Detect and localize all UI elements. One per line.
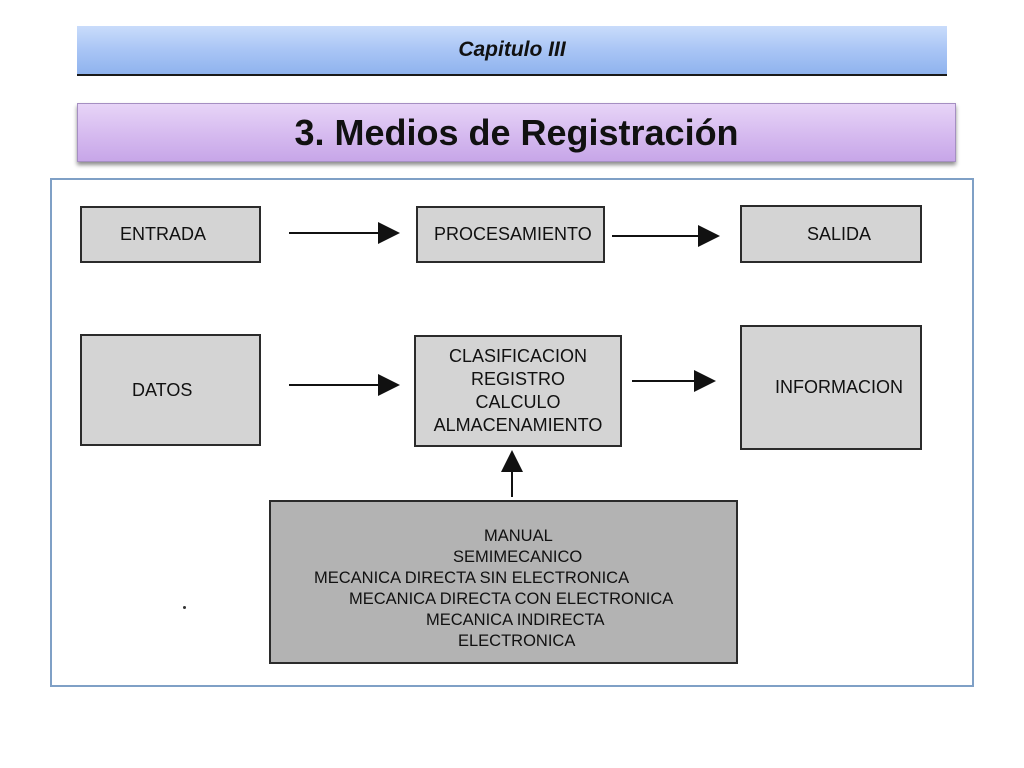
stray-dot (183, 606, 186, 609)
procesamiento-box: PROCESAMIENTO (416, 206, 605, 263)
informacion-box: INFORMACION (740, 325, 922, 450)
page-title: 3. Medios de Registración (294, 111, 739, 153)
datos-box: DATOS (80, 334, 261, 446)
process-step: ALMACENAMIENTO (433, 415, 603, 435)
method-item: MECANICA DIRECTA SIN ELECTRONICA (314, 569, 630, 587)
entrada-label: ENTRADA (120, 224, 207, 244)
informacion-label: INFORMACION (775, 377, 903, 397)
chapter-banner: Capitulo III (77, 26, 947, 76)
salida-box: SALIDA (740, 205, 922, 263)
process-step: REGISTRO (470, 369, 565, 389)
title-banner: 3. Medios de Registración (77, 103, 956, 162)
method-item: MECANICA INDIRECTA (426, 611, 605, 629)
process-steps-box: CLASIFICACION REGISTRO CALCULO ALMACENAM… (414, 335, 622, 447)
process-step: CALCULO (475, 392, 561, 412)
method-item: MECANICA DIRECTA CON ELECTRONICA (349, 590, 674, 608)
datos-label: DATOS (132, 379, 193, 400)
chapter-label: Capitulo III (458, 38, 566, 61)
entrada-box: ENTRADA (80, 206, 261, 263)
method-item: MANUAL (484, 527, 553, 545)
salida-label: SALIDA (807, 223, 872, 244)
process-step: CLASIFICACION (448, 346, 588, 366)
method-item: SEMIMECANICO (453, 548, 583, 566)
methods-box: MANUAL SEMIMECANICO MECANICA DIRECTA SIN… (269, 500, 738, 664)
method-item: ELECTRONICA (458, 632, 576, 650)
procesamiento-label: PROCESAMIENTO (434, 224, 592, 244)
